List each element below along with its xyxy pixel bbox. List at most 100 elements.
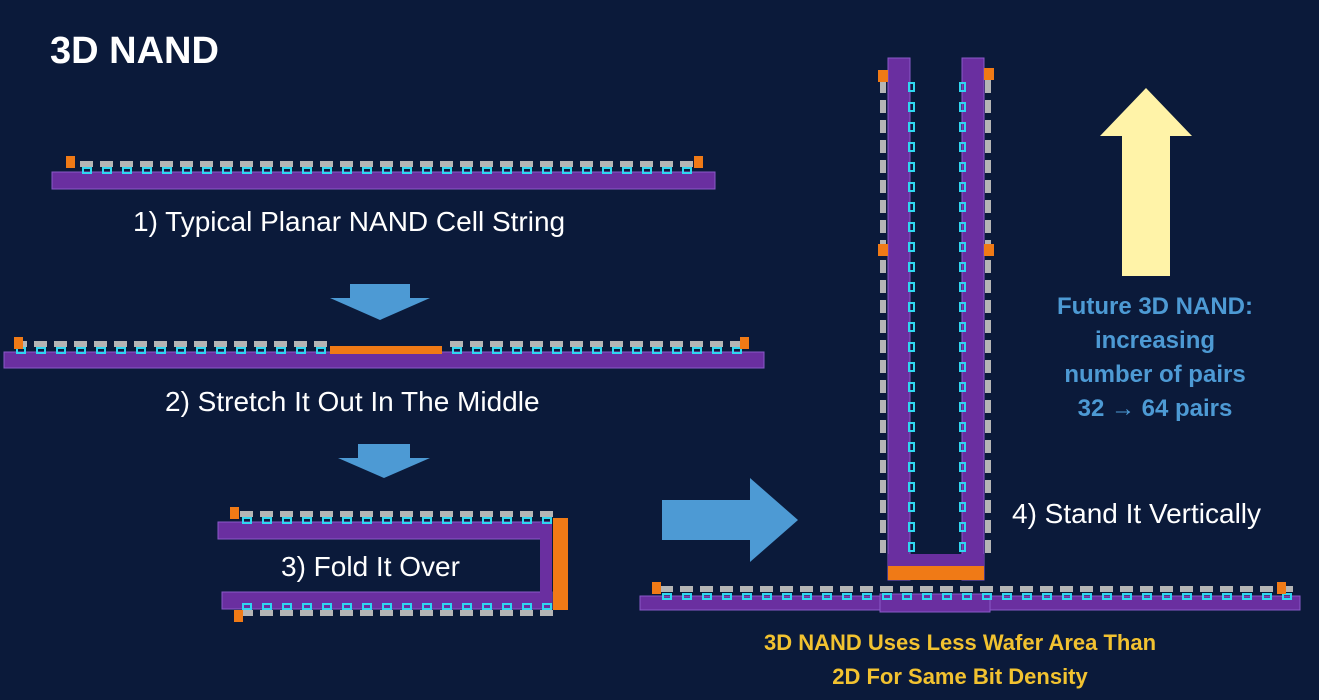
gate-cell xyxy=(840,586,853,592)
charge-trap-cell xyxy=(342,517,352,524)
charge-trap-cell xyxy=(908,382,915,392)
step-3-label: 3) Fold It Over xyxy=(281,551,460,582)
planar-cell-string xyxy=(51,156,716,190)
gate-cell xyxy=(500,161,513,167)
fold-contact xyxy=(553,518,568,610)
gate-cell xyxy=(820,586,833,592)
gate-cell xyxy=(690,341,703,347)
gate-cell xyxy=(400,610,413,616)
gate-cell xyxy=(880,100,886,113)
charge-trap-cell xyxy=(382,517,392,524)
gate-cell xyxy=(420,511,433,517)
gate-cell xyxy=(880,180,886,193)
gate-cell xyxy=(880,340,886,353)
gate-cell xyxy=(1100,586,1113,592)
gate-cell xyxy=(640,161,653,167)
future-note-line: number of pairs xyxy=(1064,361,1246,388)
gate-cell xyxy=(880,80,886,93)
charge-trap-cell xyxy=(302,603,312,610)
future-note-line: increasing xyxy=(1094,327,1216,354)
charge-trap-cell xyxy=(402,167,412,174)
gate-cell xyxy=(985,80,991,93)
charge-trap-cell xyxy=(982,593,992,600)
charge-trap-cell xyxy=(908,462,915,472)
gate-cell xyxy=(700,586,713,592)
charge-trap-cell xyxy=(959,342,966,352)
charge-trap-cell xyxy=(722,593,732,600)
charge-trap-cell xyxy=(512,347,522,354)
gate-cell xyxy=(200,161,213,167)
gate-cell xyxy=(985,440,991,453)
gate-cell xyxy=(1260,586,1273,592)
charge-trap-cell xyxy=(442,167,452,174)
gate-cell xyxy=(985,160,991,173)
gate-cell xyxy=(780,586,793,592)
gate-cell xyxy=(670,341,683,347)
gate-cell xyxy=(985,280,991,293)
charge-trap-cell xyxy=(382,603,392,610)
gate-cell xyxy=(500,511,513,517)
gate-cell xyxy=(180,161,193,167)
charge-trap-cell xyxy=(362,517,372,524)
charge-trap-cell xyxy=(316,347,326,354)
gate-cell xyxy=(660,586,673,592)
gate-cell xyxy=(880,360,886,373)
charge-trap-cell xyxy=(842,593,852,600)
gate-cell xyxy=(470,341,483,347)
gate-cell xyxy=(985,400,991,413)
charge-trap-cell xyxy=(1142,593,1152,600)
gate-cell xyxy=(960,586,973,592)
gate-cell xyxy=(590,341,603,347)
gate-cell xyxy=(660,161,673,167)
charge-trap-cell xyxy=(116,347,126,354)
charge-trap-cell xyxy=(482,517,492,524)
gate-cell xyxy=(880,440,886,453)
gate-cell xyxy=(610,341,623,347)
charge-trap-cell xyxy=(452,347,462,354)
gate-cell xyxy=(880,140,886,153)
charge-trap-cell xyxy=(908,502,915,512)
gate-cell xyxy=(1200,586,1213,592)
charge-trap-cell xyxy=(959,382,966,392)
charge-trap-cell xyxy=(542,603,552,610)
charge-trap-cell xyxy=(959,242,966,252)
charge-trap-cell xyxy=(296,347,306,354)
charge-trap-cell xyxy=(236,347,246,354)
charge-trap-cell xyxy=(702,593,712,600)
charge-trap-cell xyxy=(822,593,832,600)
gate-cell xyxy=(314,341,327,347)
charge-trap-cell xyxy=(422,167,432,174)
gate-cell xyxy=(550,341,563,347)
gate-cell xyxy=(300,161,313,167)
charge-trap-cell xyxy=(959,402,966,412)
gate-cell xyxy=(1120,586,1133,592)
charge-trap-cell xyxy=(959,162,966,172)
gate-cell xyxy=(54,341,67,347)
future-note-line: 32 → 64 pairs xyxy=(1077,395,1233,422)
contact xyxy=(66,156,75,168)
charge-trap-cell xyxy=(482,603,492,610)
gate-cell xyxy=(460,161,473,167)
charge-trap-cell xyxy=(959,122,966,132)
gate-cell xyxy=(400,511,413,517)
gate-cell xyxy=(294,341,307,347)
charge-trap-cell xyxy=(742,593,752,600)
charge-trap-cell xyxy=(176,347,186,354)
charge-trap-cell xyxy=(382,167,392,174)
contact xyxy=(740,337,749,349)
gate-cell xyxy=(880,460,886,473)
gate-cell xyxy=(985,260,991,273)
gate-cell xyxy=(985,520,991,533)
charge-trap-cell xyxy=(908,182,915,192)
contact xyxy=(878,70,888,82)
charge-trap-cell xyxy=(908,222,915,232)
gate-cell xyxy=(280,610,293,616)
contact xyxy=(14,337,23,349)
charge-trap-cell xyxy=(672,347,682,354)
charge-trap-cell xyxy=(182,167,192,174)
charge-trap-cell xyxy=(402,517,412,524)
charge-trap-cell xyxy=(642,167,652,174)
gate-cell xyxy=(240,161,253,167)
gate-cell xyxy=(1240,586,1253,592)
